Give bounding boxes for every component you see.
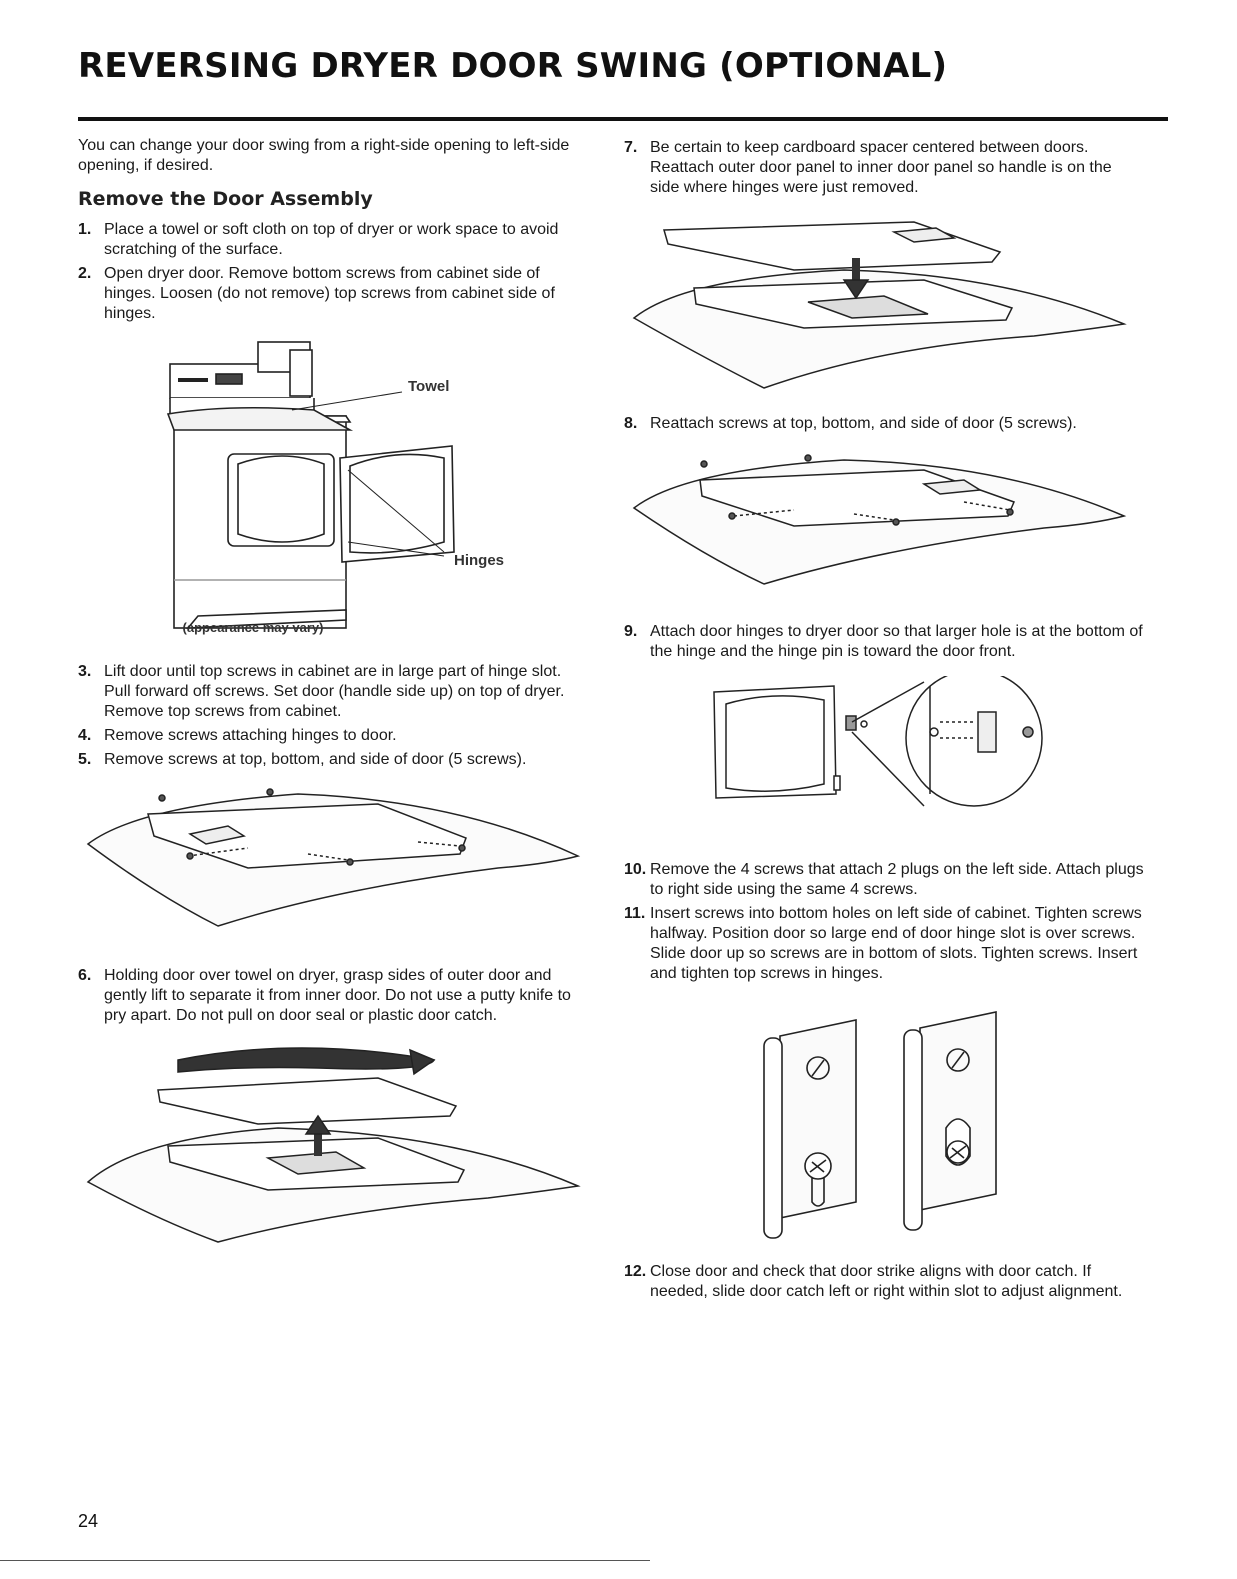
step-number: 4.	[78, 727, 92, 744]
step-9: 9. Attach door hinges to dryer door so t…	[624, 622, 1144, 662]
step-text: Remove screws at top, bottom, and side o…	[104, 751, 527, 768]
figure-caption: (appearance may vary)	[182, 620, 324, 635]
hinge-attach-illustration	[713, 676, 1043, 807]
step-text: Place a towel or soft cloth on top of dr…	[104, 221, 559, 258]
step-4: 4. Remove screws attaching hinges to doo…	[78, 726, 590, 746]
towel-label: Towel	[408, 378, 450, 395]
step-10: 10. Remove the 4 screws that attach 2 pl…	[624, 860, 1144, 900]
step-number: 5.	[78, 751, 92, 768]
step-text: Close door and check that door strike al…	[650, 1263, 1123, 1300]
step-text: Be certain to keep cardboard spacer cent…	[650, 139, 1112, 196]
step-8: 8. Reattach screws at top, bottom, and s…	[624, 414, 1144, 434]
separate-doors-illustration	[86, 1047, 581, 1243]
step-11: 11. Insert screws into bottom holes on l…	[624, 904, 1144, 984]
reattach-door-figure	[624, 218, 1144, 408]
hinges-illustration	[763, 1011, 997, 1239]
step-number: 2.	[78, 265, 92, 282]
step-6: 6. Holding door over towel on dryer, gra…	[78, 966, 590, 1026]
left-column: You can change your door swing from a ri…	[78, 136, 590, 1252]
hinges-figure	[624, 1006, 1144, 1246]
reattach-screws-illustration	[632, 454, 1127, 585]
door-screws-figure	[78, 784, 590, 954]
step-number: 11.	[624, 905, 646, 922]
step-12: 12. Close door and check that door strik…	[624, 1262, 1144, 1302]
separate-doors-figure	[78, 1042, 590, 1252]
step-text: Holding door over towel on dryer, grasp …	[104, 967, 571, 1024]
step-text: Remove screws attaching hinges to door.	[104, 727, 397, 744]
intro-text: You can change your door swing from a ri…	[78, 137, 570, 174]
reattach-screws-figure	[624, 452, 1144, 612]
right-column: 7. Be certain to keep cardboard spacer c…	[624, 136, 1144, 1306]
dryer-illustration	[166, 341, 455, 629]
step-text: Insert screws into bottom holes on left …	[650, 905, 1142, 982]
step-7: 7. Be certain to keep cardboard spacer c…	[624, 138, 1144, 198]
step-2: 2. Open dryer door. Remove bottom screws…	[78, 264, 590, 324]
step-3: 3. Lift door until top screws in cabinet…	[78, 662, 590, 722]
step-text: Remove the 4 screws that attach 2 plugs …	[650, 861, 1144, 898]
step-number: 12.	[624, 1263, 647, 1280]
step-number: 10.	[624, 861, 647, 878]
title-rule	[78, 117, 1168, 121]
hinge-attach-figure	[624, 676, 1144, 846]
page-title: REVERSING DRYER DOOR SWING (OPTIONAL)	[78, 46, 948, 86]
page-number: 24	[78, 1511, 99, 1531]
door-screws-illustration	[86, 788, 581, 927]
step-number: 8.	[624, 415, 638, 432]
bottom-rule	[0, 1560, 650, 1561]
step-1: 1. Place a towel or soft cloth on top of…	[78, 220, 590, 260]
step-number: 9.	[624, 623, 638, 640]
step-5: 5. Remove screws at top, bottom, and sid…	[78, 750, 590, 770]
dryer-figure: Towel Hinges (appearance may vary)	[78, 330, 590, 650]
step-text: Lift door until top screws in cabinet ar…	[104, 663, 565, 720]
section-heading: Remove the Door Assembly	[78, 188, 373, 210]
step-number: 1.	[78, 221, 92, 238]
reattach-door-illustration	[632, 221, 1127, 389]
step-number: 6.	[78, 967, 92, 984]
step-number: 3.	[78, 663, 92, 680]
hinges-label: Hinges	[454, 552, 505, 569]
step-text: Open dryer door. Remove bottom screws fr…	[104, 265, 555, 322]
step-text: Attach door hinges to dryer door so that…	[650, 623, 1143, 660]
step-number: 7.	[624, 139, 638, 156]
step-text: Reattach screws at top, bottom, and side…	[650, 415, 1077, 432]
